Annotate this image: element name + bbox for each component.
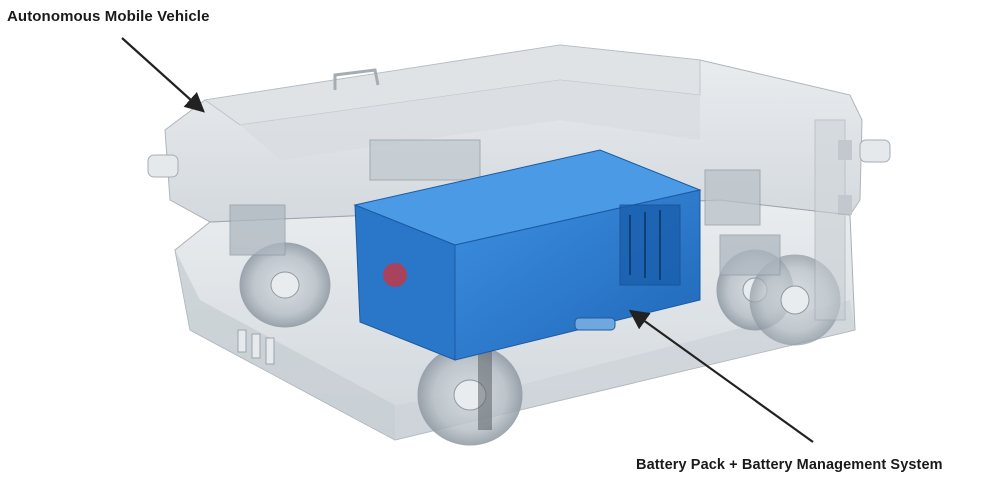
upper-body (147, 44, 891, 365)
vehicle-label: Autonomous Mobile Vehicle (7, 8, 210, 25)
battery-indicator (383, 263, 407, 287)
vehicle-pointer-arrow (121, 37, 205, 113)
battery-label: Battery Pack + Battery Management System (636, 457, 943, 473)
battery-pointer-arrow (628, 309, 814, 443)
battery-pack (353, 149, 702, 361)
internal-components (229, 139, 781, 430)
